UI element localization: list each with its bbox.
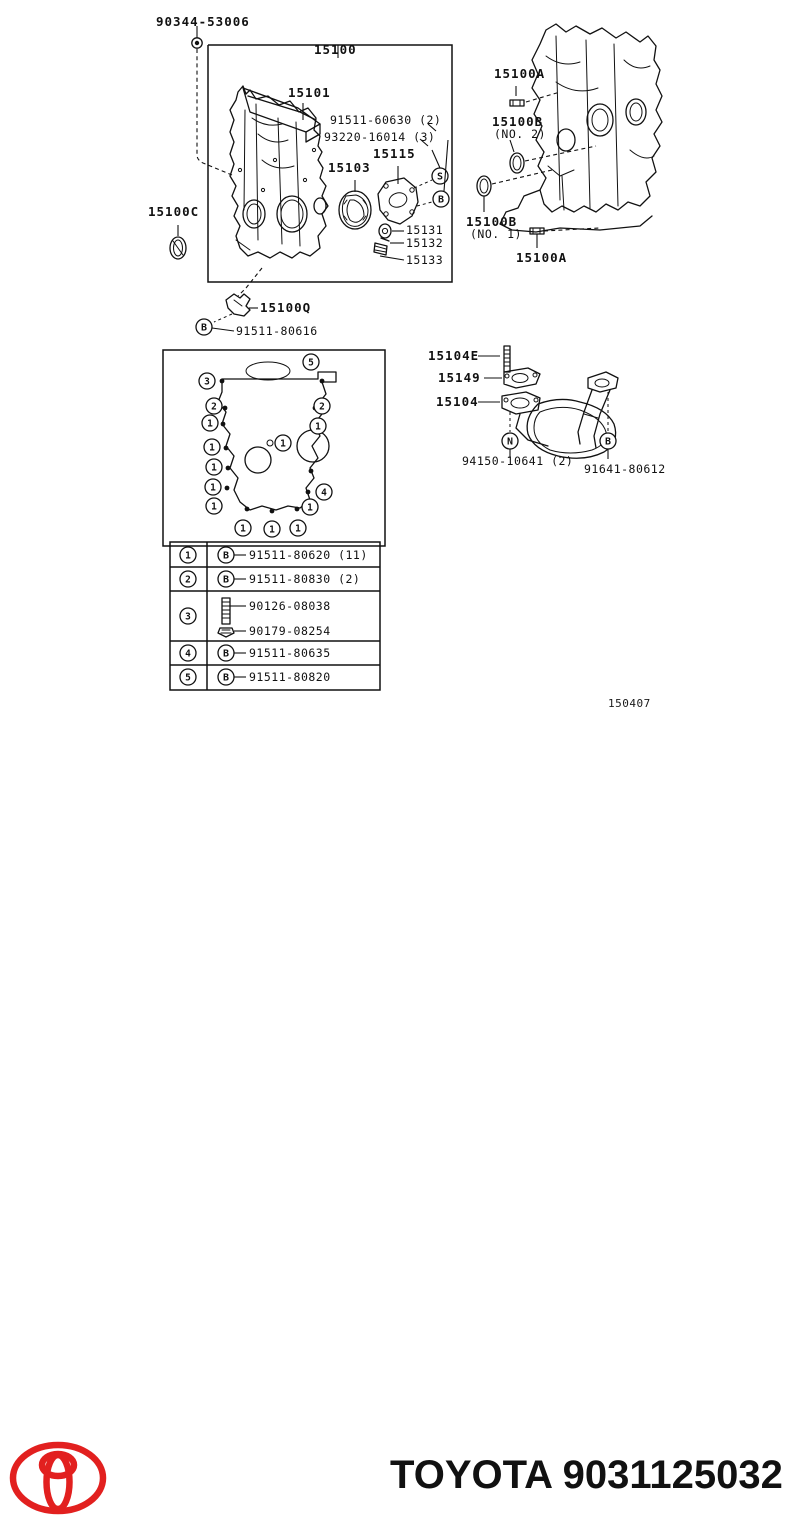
svg-text:B: B: [223, 575, 229, 586]
part-15100Q-union: [225, 267, 263, 317]
parts-diagram-sheet: .ln{fill:none;stroke:#111;stroke-width:1…: [0, 14, 800, 1515]
legend-row-markers: 1 2 3 4 5 B B B B: [179, 546, 246, 686]
label-15100C: 15100C: [148, 204, 200, 219]
label-15100B-no2-sub: (NO. 2): [494, 127, 546, 141]
svg-text:2: 2: [319, 402, 325, 413]
marker-b-pump-group: B: [416, 139, 450, 208]
part-15133-plug: [373, 242, 405, 261]
label-15132: 15132: [406, 236, 444, 250]
svg-text:5: 5: [185, 673, 191, 684]
legend-part-4: 91511-80635: [249, 646, 331, 660]
svg-text:1: 1: [315, 422, 321, 433]
svg-text:1: 1: [211, 463, 217, 474]
label-15100B-no1-sub: (NO. 1): [470, 227, 522, 241]
part-15100A-dowel-bottom: [529, 227, 601, 248]
label-15100A-bottom: 15100A: [516, 250, 568, 265]
label-93220-16014: 93220-16014 (3): [324, 130, 436, 144]
part-15100A-dowel-top: [509, 86, 561, 107]
svg-text:1: 1: [307, 503, 313, 514]
brand-part-number: TOYOTA 9031125032: [390, 1453, 783, 1497]
part-15100C-seal: [169, 225, 187, 260]
diagram-code: 150407: [608, 697, 651, 710]
svg-text:S: S: [437, 172, 443, 183]
svg-text:1: 1: [210, 483, 216, 494]
label-15100Q: 15100Q: [260, 300, 312, 315]
cover-ridge: [242, 87, 321, 143]
part-15104E-stud: [478, 345, 511, 373]
label-94150-10641: 94150-10641 (2): [462, 454, 574, 468]
part-15115-body: [377, 166, 419, 225]
svg-text:1: 1: [269, 525, 275, 536]
bolt-map-frame: [162, 349, 386, 547]
engine-block-drawing: [499, 23, 663, 233]
label-15101: 15101: [288, 85, 331, 100]
label-91511-80616: 91511-80616: [236, 324, 318, 338]
label-91511-60630: 91511-60630 (2): [330, 113, 442, 127]
bolt-map-callouts: 5 3 2 1 1 1 1 1 1 1 1 1 4 2 1 1: [198, 353, 333, 538]
svg-text:2: 2: [211, 402, 217, 413]
svg-text:B: B: [438, 195, 444, 206]
svg-text:5: 5: [308, 358, 314, 369]
svg-text:4: 4: [185, 649, 191, 660]
marker-s-pump-group: S: [413, 149, 449, 189]
part-15149-gasket: [484, 367, 541, 389]
part-90344-53006: [191, 26, 233, 176]
marker-b-strainer-group: B: [599, 392, 617, 459]
svg-text:N: N: [507, 437, 513, 448]
label-15104E: 15104E: [428, 348, 480, 363]
svg-text:3: 3: [185, 612, 191, 623]
part-15100B-no2-oring: [509, 139, 597, 174]
label-15103: 15103: [328, 160, 371, 175]
label-15100A-top: 15100A: [494, 66, 546, 81]
part-15101-cover: [229, 85, 329, 259]
legend-part-3a: 90126-08038: [249, 599, 331, 613]
label-15100B-no1: 15100B: [466, 214, 518, 229]
svg-text:B: B: [223, 551, 229, 562]
svg-text:1: 1: [240, 524, 246, 535]
label-15104: 15104: [436, 394, 479, 409]
label-15133: 15133: [406, 253, 444, 267]
label-15131: 15131: [406, 223, 444, 237]
svg-text:1: 1: [211, 502, 217, 513]
svg-text:B: B: [223, 649, 229, 660]
marker-b-union-group: B: [195, 313, 235, 336]
footer: TOYOTA 9031125032: [0, 718, 800, 1515]
label-15115: 15115: [373, 146, 416, 161]
label-90344-53006: 90344-53006: [156, 14, 250, 29]
svg-text:B: B: [605, 437, 611, 448]
part-15131-valve: [378, 223, 404, 239]
diagram-canvas: .ln{fill:none;stroke:#111;stroke-width:1…: [162, 23, 663, 691]
label-15100B-no2: 15100B: [492, 114, 544, 129]
label-91641-80612: 91641-80612: [584, 462, 666, 476]
part-15104-strainer: [478, 371, 619, 459]
legend-part-5: 91511-80820: [249, 670, 331, 684]
svg-text:3: 3: [204, 377, 210, 388]
svg-text:1: 1: [280, 439, 286, 450]
svg-text:1: 1: [185, 551, 191, 562]
legend-part-3b: 90179-08254: [249, 624, 331, 638]
svg-text:1: 1: [209, 443, 215, 454]
legend-table-frame: [169, 541, 381, 691]
svg-text:2: 2: [185, 575, 191, 586]
svg-text:1: 1: [295, 524, 301, 535]
legend-part-1: 91511-80620 (11): [249, 548, 368, 562]
label-15149: 15149: [438, 370, 481, 385]
part-15103-rotor: [338, 180, 372, 230]
part-15100B-no1-oring: [476, 169, 553, 212]
marker-n-strainer-group: N: [501, 412, 519, 458]
svg-text:B: B: [201, 323, 207, 334]
toyota-logo: [9, 1441, 107, 1515]
part-15132-spring: [380, 237, 404, 244]
svg-text:B: B: [223, 673, 229, 684]
svg-text:4: 4: [321, 488, 327, 499]
group-15100-frame: [207, 44, 453, 283]
label-15100-group: 15100: [314, 42, 357, 57]
legend-part-2: 91511-80830 (2): [249, 572, 361, 586]
svg-text:1: 1: [207, 419, 213, 430]
